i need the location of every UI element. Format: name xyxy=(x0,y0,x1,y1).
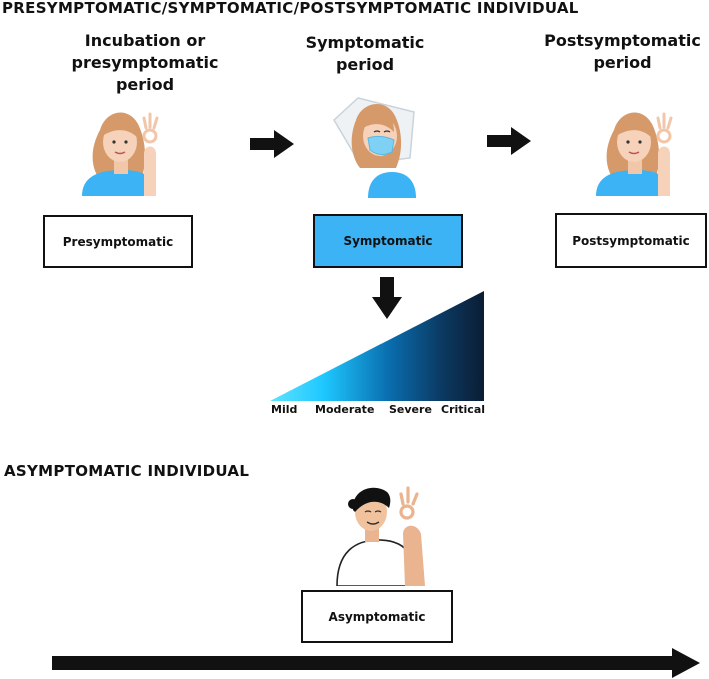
sick-woman-mask-icon xyxy=(330,92,426,198)
stage-box-asymptomatic: Asymptomatic xyxy=(301,590,453,643)
severity-label-mild: Mild xyxy=(271,403,298,416)
severity-label-moderate: Moderate xyxy=(315,403,375,416)
heading-incubation-period: Incubation or presymptomatic period xyxy=(40,30,250,96)
heading-incubation-line2: presymptomatic period xyxy=(71,53,219,94)
heading-symptomatic-line2: period xyxy=(335,55,395,74)
severity-gradient-wedge xyxy=(270,291,485,401)
heading-postsymptomatic-period: Postsymptomatic period xyxy=(540,30,705,74)
severity-label-critical: Critical xyxy=(441,403,486,416)
woman-ok-gesture-icon xyxy=(78,100,168,196)
stage-box-symptomatic: Symptomatic xyxy=(313,214,463,268)
arrow-right-icon xyxy=(250,130,294,158)
woman-ok-gesture-icon xyxy=(592,100,682,196)
heading-incubation-line1: Incubation or xyxy=(84,31,206,50)
section-title-symptomatic-individual: PRESYMPTOMATIC/SYMPTOMATIC/POSTSYMPTOMAT… xyxy=(2,0,579,17)
man-ok-gesture-icon xyxy=(333,482,433,586)
arrow-right-icon xyxy=(487,127,531,155)
stage-label-presymptomatic: Presymptomatic xyxy=(62,234,174,249)
arrow-down-icon xyxy=(372,277,402,319)
heading-postsymptomatic-line2: period xyxy=(593,53,652,72)
stage-box-postsymptomatic: Postsymptomatic xyxy=(555,213,707,268)
heading-symptomatic-line1: Symptomatic xyxy=(305,33,425,52)
stage-label-asymptomatic: Asymptomatic xyxy=(328,609,426,624)
timeline-arrow-icon xyxy=(52,648,702,678)
stage-box-presymptomatic: Presymptomatic xyxy=(43,215,193,268)
stage-label-postsymptomatic: Postsymptomatic xyxy=(572,233,690,248)
section-title-asymptomatic-individual: ASYMPTOMATIC INDIVIDUAL xyxy=(4,462,250,480)
heading-postsymptomatic-line1: Postsymptomatic xyxy=(544,31,701,50)
heading-symptomatic-period: Symptomatic period xyxy=(290,32,440,76)
severity-label-severe: Severe xyxy=(389,403,432,416)
stage-label-symptomatic: Symptomatic xyxy=(343,234,433,248)
